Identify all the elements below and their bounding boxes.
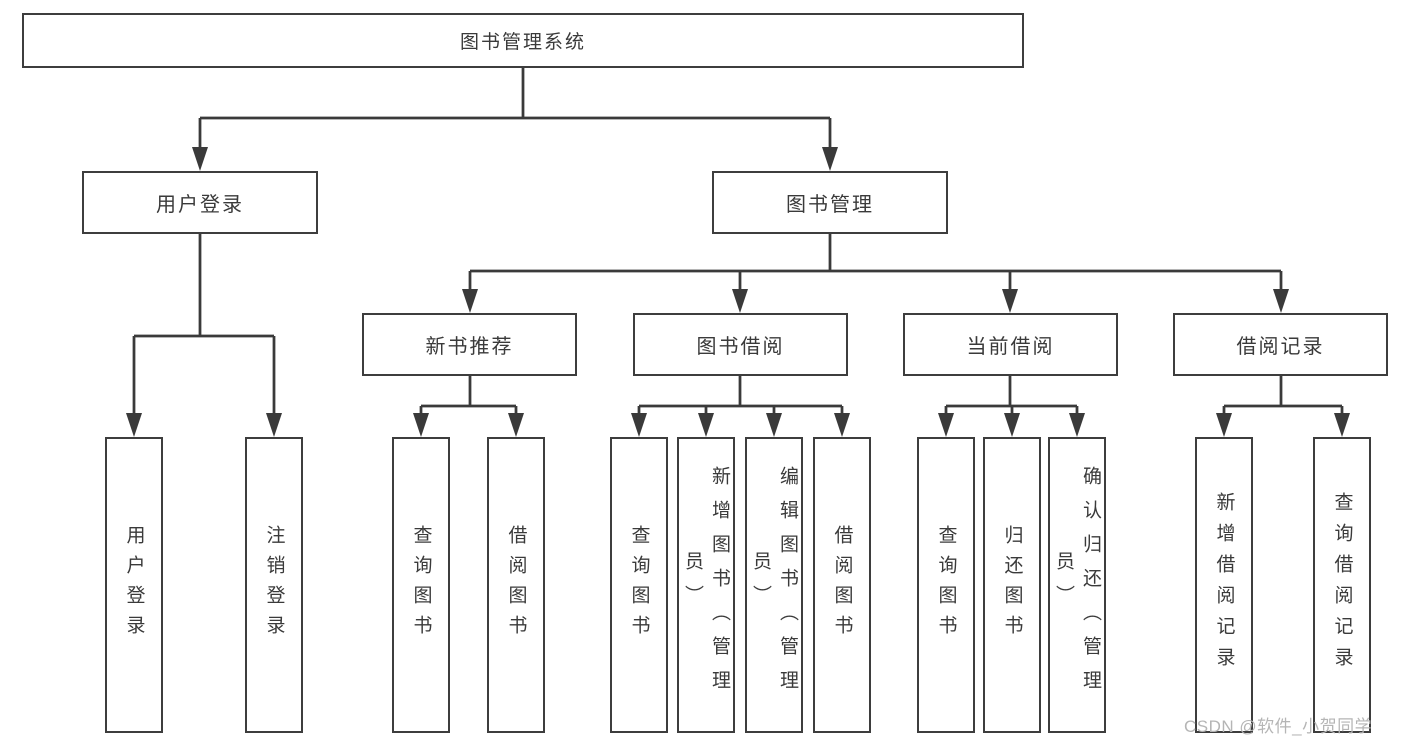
leaf-query-books-recommend: 查询图书 <box>392 437 450 733</box>
arrowheads <box>126 147 1350 437</box>
node-label: 图书借阅 <box>696 336 785 358</box>
leaf-logout: 注销登录 <box>245 437 303 733</box>
leaf-query-borrow-record: 查询借阅记录 <box>1313 437 1371 733</box>
node-label: 图书管理系统 <box>459 32 586 53</box>
node-label: 确认归还（管理员） <box>1053 466 1101 704</box>
node-library-management-system: 图书管理系统 <box>22 13 1024 68</box>
node-label: 编辑图书（管理员） <box>750 466 798 704</box>
node-label: 用户登录 <box>156 194 244 216</box>
node-label: 图书管理 <box>786 194 874 216</box>
node-new-book-recommendation: 新书推荐 <box>362 313 577 376</box>
node-label: 注销登录 <box>263 525 285 645</box>
node-current-borrowing: 当前借阅 <box>903 313 1118 376</box>
node-label: 借阅图书 <box>505 525 527 645</box>
node-label: 归还图书 <box>1001 525 1023 645</box>
node-borrowing-records: 借阅记录 <box>1173 313 1388 376</box>
node-label: 新增图书（管理员） <box>682 466 730 704</box>
node-label: 借阅记录 <box>1236 336 1325 358</box>
csdn-watermark: CSDN @软件_小贺同学 <box>1184 717 1373 736</box>
leaf-confirm-return-admin: 确认归还（管理员） <box>1048 437 1106 733</box>
node-book-borrowing: 图书借阅 <box>633 313 848 376</box>
node-label: 查询图书 <box>628 525 650 645</box>
leaf-borrow-books: 借阅图书 <box>813 437 871 733</box>
leaf-borrow-books-recommend: 借阅图书 <box>487 437 545 733</box>
node-label: 查询图书 <box>935 525 957 645</box>
leaf-edit-books-admin: 编辑图书（管理员） <box>745 437 803 733</box>
node-label: 借阅图书 <box>831 525 853 645</box>
node-label: 查询图书 <box>410 525 432 645</box>
node-label: 查询借阅记录 <box>1331 492 1353 678</box>
node-label: 新书推荐 <box>425 336 514 358</box>
node-label: 新增借阅记录 <box>1213 492 1235 678</box>
leaf-return-books: 归还图书 <box>983 437 1041 733</box>
node-label: 用户登录 <box>123 525 145 645</box>
leaf-user-login: 用户登录 <box>105 437 163 733</box>
node-user-login: 用户登录 <box>82 171 318 234</box>
node-label: 当前借阅 <box>966 336 1055 358</box>
leaf-query-books-current: 查询图书 <box>917 437 975 733</box>
node-book-management: 图书管理 <box>712 171 948 234</box>
leaf-add-borrow-record: 新增借阅记录 <box>1195 437 1253 733</box>
leaf-add-books-admin: 新增图书（管理员） <box>677 437 735 733</box>
leaf-query-books-borrowing: 查询图书 <box>610 437 668 733</box>
